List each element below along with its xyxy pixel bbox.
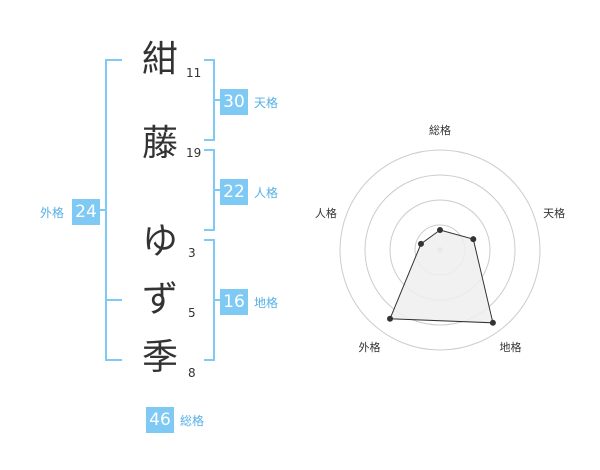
- radar-polygon: [389, 229, 494, 324]
- name-char-4: ず: [141, 279, 178, 320]
- radar-point: [387, 315, 394, 322]
- stroke-count-2: 19: [186, 146, 202, 160]
- tenkaku-bracket: [204, 59, 215, 141]
- chikaku-bracket: [204, 239, 215, 361]
- radar-ring: [339, 149, 541, 351]
- radar-point: [417, 240, 424, 247]
- radar-point: [437, 227, 443, 233]
- stroke-count-3: 3: [188, 246, 196, 260]
- soukaku-value: 46: [146, 407, 174, 433]
- jinkaku-value: 22: [220, 179, 248, 205]
- name-char-3: ゆ: [141, 221, 178, 262]
- radar-axis-label: 地格: [500, 340, 522, 354]
- jinkaku-bracket: [204, 149, 215, 231]
- chikaku-value: 16: [220, 289, 248, 315]
- gaikaku-bracket: [105, 59, 122, 361]
- tenkaku-value: 30: [220, 89, 248, 115]
- stroke-count-1: 11: [186, 66, 202, 80]
- jinkaku-label: 人格: [254, 186, 279, 200]
- name-char-2: 藤: [141, 123, 178, 164]
- stroke-count-5: 8: [188, 366, 196, 380]
- stroke-count-4: 5: [188, 306, 196, 320]
- radar-ring: [364, 174, 516, 326]
- name-char-1: 紺: [141, 39, 178, 80]
- tenkaku-label: 天格: [254, 96, 279, 110]
- gaikaku-label: 外格: [40, 206, 65, 220]
- radar-axis-label: 天格: [543, 206, 565, 220]
- gaikaku-value: 24: [72, 199, 100, 225]
- radar-point: [470, 236, 477, 243]
- chikaku-label: 地格: [254, 296, 279, 310]
- radar-axis-label: 総格: [429, 123, 451, 137]
- name-char-5: 季: [141, 337, 178, 378]
- soukaku-label: 総格: [180, 414, 205, 428]
- radar-axis-label: 人格: [315, 206, 337, 220]
- radar-axis-label: 外格: [358, 340, 380, 354]
- radar-point: [489, 319, 496, 326]
